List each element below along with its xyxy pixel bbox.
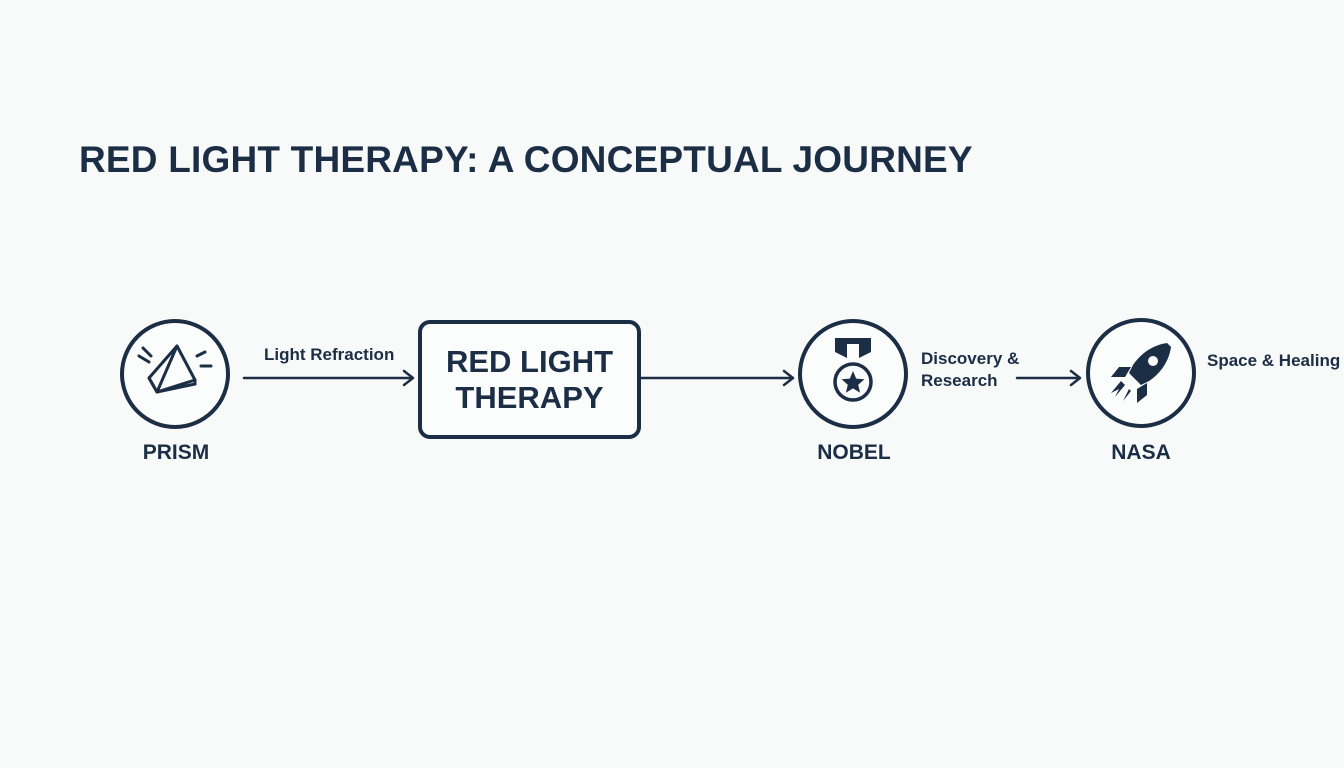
nobel-label: NOBEL xyxy=(817,441,891,464)
edge-label-discovery-research: Discovery & Research xyxy=(921,348,1019,392)
rocket-icon xyxy=(1111,343,1171,403)
arrowhead-prism-to-center xyxy=(402,369,415,387)
prism-label: PRISM xyxy=(142,441,210,464)
medal-icon xyxy=(833,338,873,402)
prism-icon xyxy=(137,344,213,394)
red-light-therapy-label: RED LIGHT THERAPY xyxy=(445,343,614,415)
edge-label-space-healing: Space & Healing xyxy=(1207,351,1341,370)
red-light-therapy-box: RED LIGHT THERAPY xyxy=(418,320,641,439)
arrowhead-nobel-to-nasa xyxy=(1069,369,1082,387)
prism-node xyxy=(120,319,230,429)
edge-label-line-2: Research xyxy=(921,371,998,390)
page-title: RED LIGHT THERAPY: A CONCEPTUAL JOURNEY xyxy=(79,139,973,180)
edge-label-light-refraction: Light Refraction xyxy=(264,345,395,364)
nasa-label: NASA xyxy=(1111,441,1171,464)
edge-label-line-1: Discovery & xyxy=(921,349,1020,368)
arrowhead-center-to-nobel xyxy=(782,369,795,387)
